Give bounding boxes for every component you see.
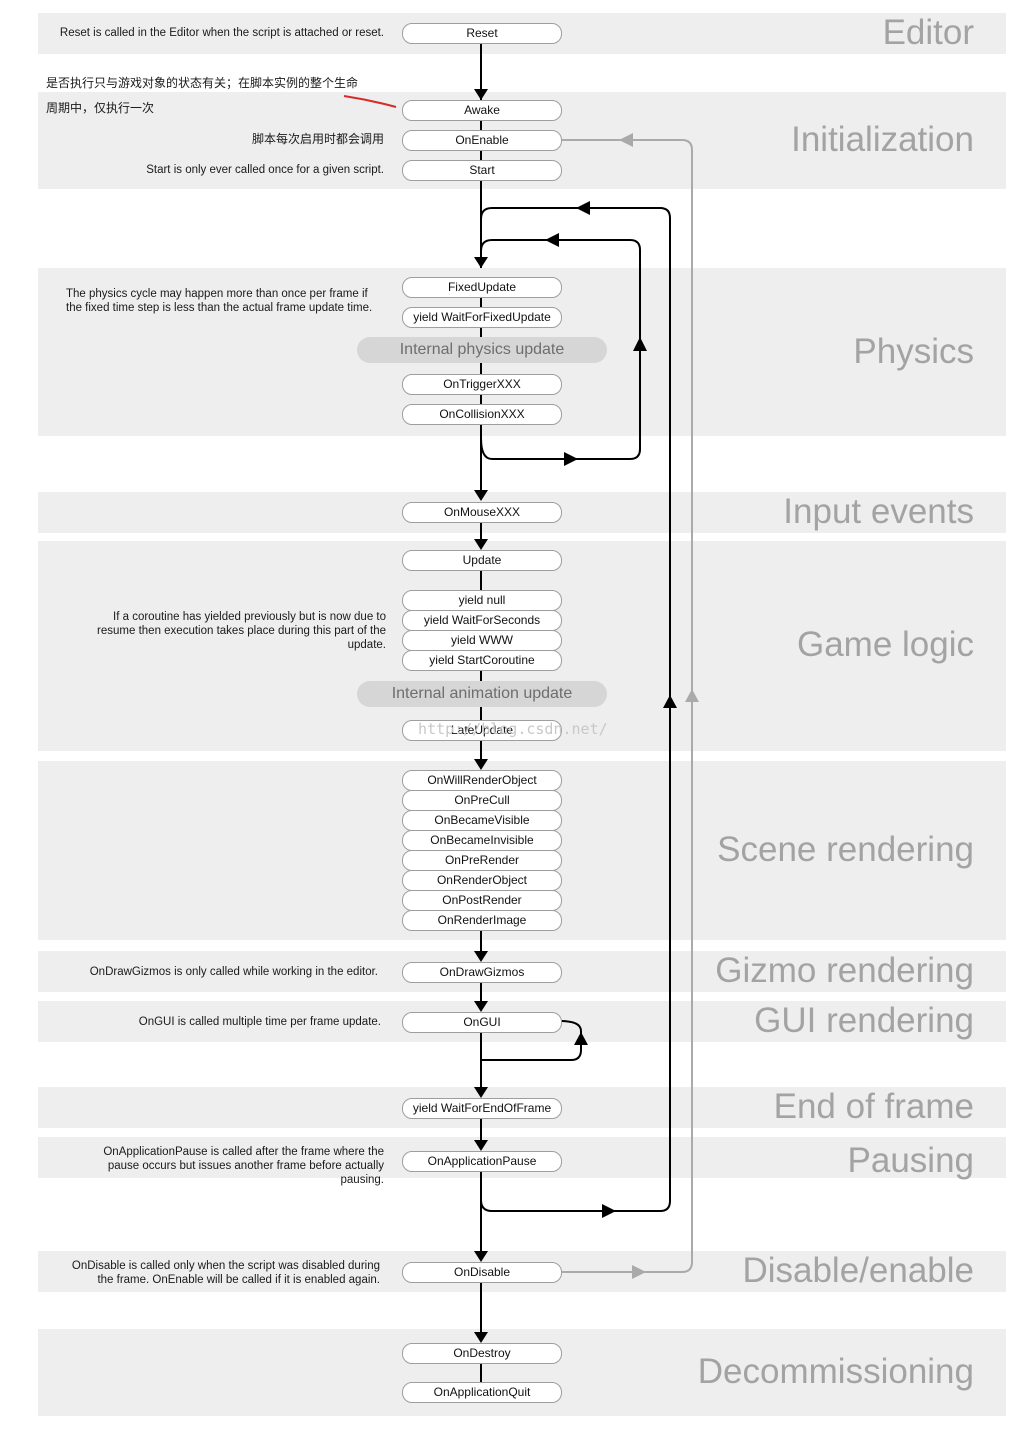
node-internal-physics-update: Internal physics update [357,337,607,363]
node-on-destroy: OnDestroy [402,1343,562,1364]
section-title-gui-rendering: GUI rendering [754,1001,974,1040]
node-on-trigger: OnTriggerXXX [402,374,562,395]
node-yield-wait-for-end-of-frame: yield WaitForEndOfFrame [402,1098,562,1119]
section-title-gizmo-rendering: Gizmo rendering [715,951,974,990]
node-on-gui: OnGUI [402,1012,562,1033]
node-on-pre-cull: OnPreCull [402,790,562,811]
node-on-draw-gizmos: OnDrawGizmos [402,962,562,983]
node-on-became-invisible: OnBecameInvisible [402,830,562,851]
node-on-disable: OnDisable [402,1262,562,1283]
node-late-update: LateUpdate [402,720,562,741]
note-on-gui: OnGUI is called multiple time per frame … [138,1016,381,1028]
node-on-application-pause: OnApplicationPause [402,1151,562,1172]
section-title-input-events: Input events [783,492,974,531]
node-on-became-visible: OnBecameVisible [402,810,562,831]
watermark: http://blog.csdn.net/ [418,720,608,738]
node-fixed-update: FixedUpdate [402,277,562,298]
section-title-disable-enable: Disable/enable [742,1251,974,1290]
annotation-underline [343,95,397,108]
node-on-collision: OnCollisionXXX [402,404,562,425]
enable-loop-arrowheads [619,133,699,1279]
note-awake-line2: 周期中，仅执行一次 [46,101,155,115]
section-title-decommissioning: Decommissioning [697,1352,974,1391]
section-title-scene-rendering: Scene rendering [717,830,974,869]
node-on-render-image: OnRenderImage [402,910,562,931]
section-title-end-of-frame: End of frame [773,1087,974,1126]
node-on-render-object: OnRenderObject [402,870,562,891]
note-on-enable: 脚本每次启用时都会调用 [251,132,384,146]
node-update: Update [402,550,562,571]
enable-loop [560,139,693,1273]
node-yield-start-coroutine: yield StartCoroutine [402,650,562,671]
note-reset: Reset is called in the Editor when the s… [59,27,384,39]
node-on-enable: OnEnable [402,130,562,151]
note-on-disable: OnDisable is called only when the script… [71,1260,380,1286]
node-yield-null: yield null [402,590,562,611]
node-yield-wait-for-seconds: yield WaitForSeconds [402,610,562,631]
node-start: Start [402,160,562,181]
note-start: Start is only ever called once for a giv… [146,164,384,176]
node-on-mouse: OnMouseXXX [402,502,562,523]
node-yield-wait-for-fixed-update: yield WaitForFixedUpdate [402,307,562,328]
note-coroutine: If a coroutine has yielded previously bu… [97,611,386,651]
main-flow-arrowheads [474,89,488,1343]
node-yield-www: yield WWW [402,630,562,651]
note-physics-cycle: The physics cycle may happen more than o… [66,288,373,314]
section-title-editor: Editor [882,13,974,52]
section-title-physics: Physics [853,332,974,371]
node-internal-animation-update: Internal animation update [357,681,607,707]
node-awake: Awake [402,100,562,121]
section-title-game-logic: Game logic [796,625,974,664]
node-on-will-render-object: OnWillRenderObject [402,770,562,791]
note-awake-line1: 是否执行只与游戏对象的状态有关；在脚本实例的整个生命 [46,76,359,90]
frame-loop-arrowheads [545,201,677,1218]
node-on-post-render: OnPostRender [402,890,562,911]
note-on-application-pause: OnApplicationPause is called after the f… [103,1146,384,1186]
node-on-pre-render: OnPreRender [402,850,562,871]
note-on-draw-gizmos: OnDrawGizmos is only called while workin… [89,966,378,978]
section-title-pausing: Pausing [847,1141,974,1180]
node-reset: Reset [402,23,562,44]
node-on-application-quit: OnApplicationQuit [402,1382,562,1403]
section-title-initialization: Initialization [791,120,974,159]
